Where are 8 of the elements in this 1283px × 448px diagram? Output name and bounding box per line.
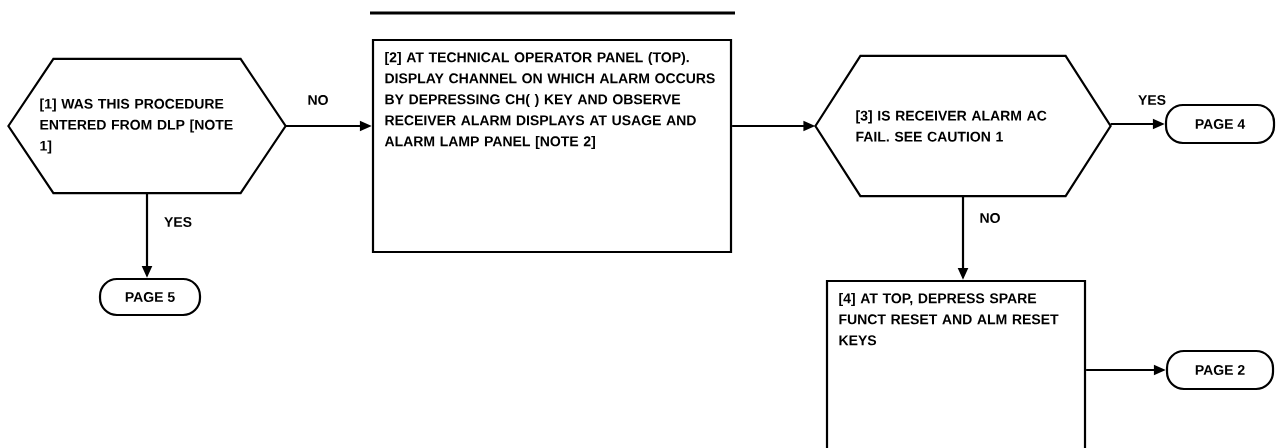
edge-label: YES bbox=[163, 216, 193, 228]
process-box: [4] AT TOP, DEPRESS SPARE FUNCT RESET AND ALM RESET KEYS bbox=[825, 279, 1087, 448]
edge-label: NO bbox=[306, 94, 330, 106]
process-box: [2] AT TECHNICAL OPERATOR PANEL (TOP). DISPLAY CHANNEL ON WHICH ALARM OCCURS BY DEPRESSING CH( ) KEY AND OBSERVE RECEIVER ALARM DISPLAYS AT USAGE AND ALARM LAMP PANEL [NOTE 2] bbox=[371, 38, 733, 254]
decision-hexagon: [1] WAS THIS PROCEDURE ENTERED FROM DLP [NOTE 1] bbox=[7, 57, 287, 195]
decision-hexagon: [3] IS RECEIVER ALARM AC FAIL. SEE CAUTION 1 bbox=[814, 54, 1112, 198]
edge-label: NO bbox=[978, 212, 1002, 224]
edge-label: YES bbox=[1137, 94, 1167, 106]
